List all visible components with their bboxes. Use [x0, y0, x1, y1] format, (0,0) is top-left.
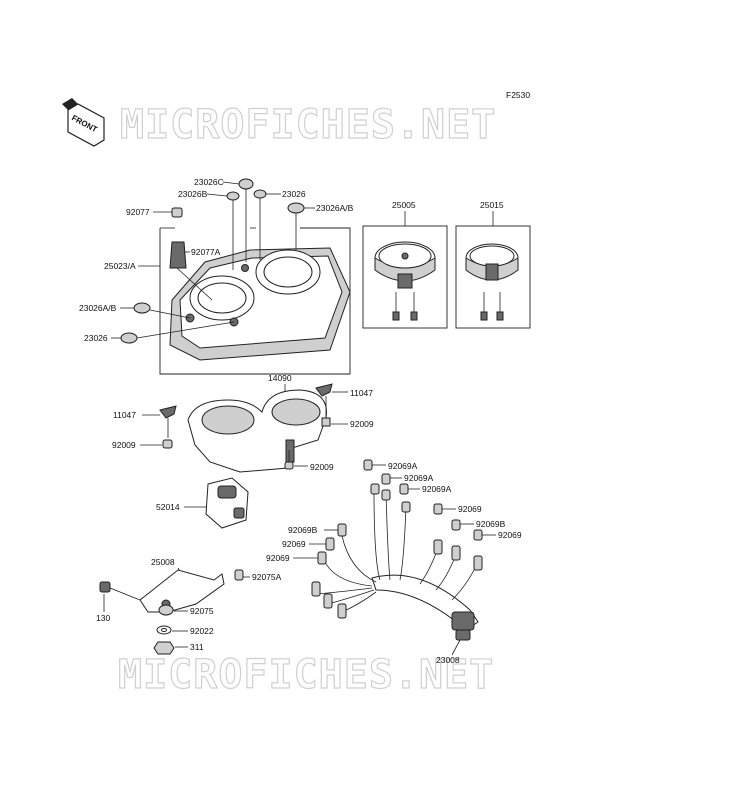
socket-92069-r1 [433, 503, 443, 515]
label-92009-right: 92009 [350, 419, 374, 429]
label-52014: 52014 [156, 502, 180, 512]
label-23008: 23008 [436, 655, 460, 665]
label-92069-l1: 92069 [282, 539, 306, 549]
bracket-11047-right [315, 383, 333, 427]
meter-cover [187, 389, 327, 473]
socket-92069B-right [451, 519, 461, 531]
speedometer-gauge [465, 243, 519, 321]
socket-92069B-left [337, 523, 347, 537]
washer-92022 [156, 625, 172, 635]
socket-92069A-2 [381, 473, 391, 485]
front-arrow-icon: FRONT [62, 98, 105, 147]
collar-92075A [234, 569, 244, 581]
label-92069-l2: 92069 [266, 553, 290, 563]
socket-92069A-1 [363, 459, 373, 471]
label-92077: 92077 [126, 207, 150, 217]
label-130: 130 [96, 613, 110, 623]
socket-92069-l1 [325, 537, 335, 551]
label-92022: 92022 [190, 626, 214, 636]
label-23026C: 23026C [194, 177, 224, 187]
bracket-11047-left [159, 405, 177, 449]
label-11047-right: 11047 [350, 388, 373, 398]
grommet-23026C [238, 178, 254, 262]
nut-311 [153, 641, 175, 655]
socket-92069-r2 [473, 529, 483, 541]
tachometer-gauge [374, 241, 436, 321]
label-311: 311 [190, 642, 204, 652]
collar-92075 [158, 604, 174, 616]
label-92069-r1: 92069 [458, 504, 482, 514]
label-92069-r2: 92069 [498, 530, 522, 540]
wiring-harness-23008 [311, 483, 483, 641]
label-25008: 25008 [151, 557, 175, 567]
bulb-92077 [171, 207, 183, 218]
grommet-23026AB-top [287, 202, 305, 250]
socket-92077A [169, 241, 213, 301]
label-92077A: 92077A [191, 247, 221, 257]
label-25015: 25015 [480, 200, 504, 210]
label-23026AB-top: 23026A/B [316, 203, 354, 213]
sensor-52014 [205, 477, 249, 529]
label-92069A-1: 92069A [388, 461, 418, 471]
socket-92069A-3 [399, 483, 409, 495]
screw-92009-bottom [284, 450, 294, 470]
bolt-130 [99, 581, 141, 601]
label-25005: 25005 [392, 200, 416, 210]
label-92009-left: 92009 [112, 440, 136, 450]
label-23026-top: 23026 [282, 189, 306, 199]
socket-92069-l2 [317, 551, 327, 565]
watermark-bottom: MICROFICHES.NET [118, 652, 494, 698]
label-92069A-2: 92069A [404, 473, 434, 483]
label-23026-left: 23026 [84, 333, 108, 343]
label-11047-left: 11047 [113, 410, 136, 420]
label-14090: 14090 [268, 373, 292, 383]
label-25023A: 25023/A [104, 261, 136, 271]
label-92069A-3: 92069A [422, 484, 452, 494]
label-92075: 92075 [190, 606, 214, 616]
label-92069B-right: 92069B [476, 519, 506, 529]
diagram-code: F2530 [506, 90, 530, 100]
label-92069B-left: 92069B [288, 525, 318, 535]
label-23026AB-left: 23026A/B [79, 303, 117, 313]
grommet-23026-left [120, 321, 235, 344]
label-92009-bottom: 92009 [310, 462, 334, 472]
meter-assembly-box [159, 227, 351, 375]
meter-housing [169, 247, 351, 361]
watermark-top: MICROFICHES.NET [120, 102, 496, 148]
label-92075A: 92075A [252, 572, 282, 582]
label-23026B: 23026B [178, 189, 208, 199]
